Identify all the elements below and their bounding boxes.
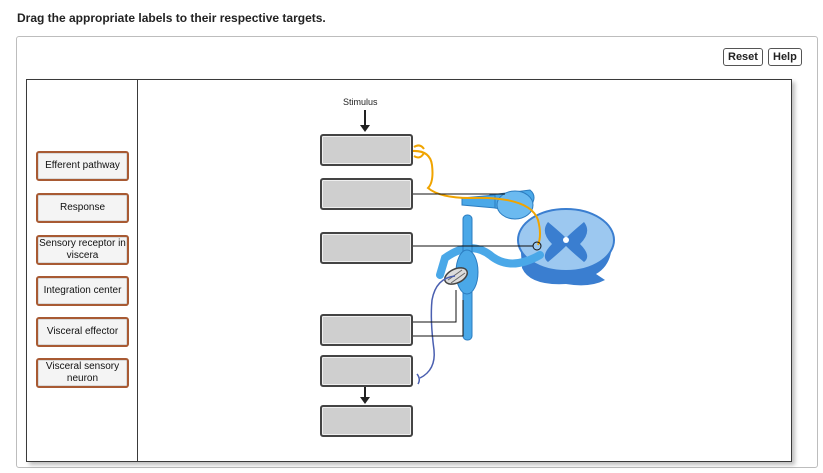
reset-button[interactable]: Reset (723, 48, 763, 66)
visceral-receptor-ending-icon (416, 373, 421, 385)
label-visceral-sensory-neuron[interactable]: Visceral sensory neuron (36, 358, 129, 388)
label-visceral-effector[interactable]: Visceral effector (36, 317, 129, 347)
help-button[interactable]: Help (768, 48, 802, 66)
target-leader-lines (413, 193, 542, 337)
drop-target-4[interactable] (320, 314, 413, 346)
drop-target-3[interactable] (320, 232, 413, 264)
label-integration-center[interactable]: Integration center (36, 276, 129, 306)
efferent-nerve (436, 244, 544, 279)
visceral-sensory-fiber (419, 275, 456, 379)
stimulus-arrow (360, 110, 370, 132)
instruction-text: Drag the appropriate labels to their res… (17, 11, 326, 25)
drop-target-6[interactable] (320, 405, 413, 437)
label-sensory-receptor[interactable]: Sensory receptor in viscera (36, 235, 129, 265)
drop-target-5[interactable] (320, 355, 413, 387)
spinal-cord-icon (517, 208, 615, 286)
stimulus-label: Stimulus (343, 97, 378, 107)
visceral-effector-icon (443, 267, 469, 285)
label-bank-divider (137, 79, 138, 462)
sensory-fiber (411, 149, 541, 246)
drop-target-2[interactable] (320, 178, 413, 210)
sensory-receptor-ending-icon (413, 144, 425, 159)
label-response[interactable]: Response (36, 193, 129, 223)
label-efferent-pathway[interactable]: Efferent pathway (36, 151, 129, 181)
drop-target-1[interactable] (320, 134, 413, 166)
response-arrow (360, 387, 370, 404)
